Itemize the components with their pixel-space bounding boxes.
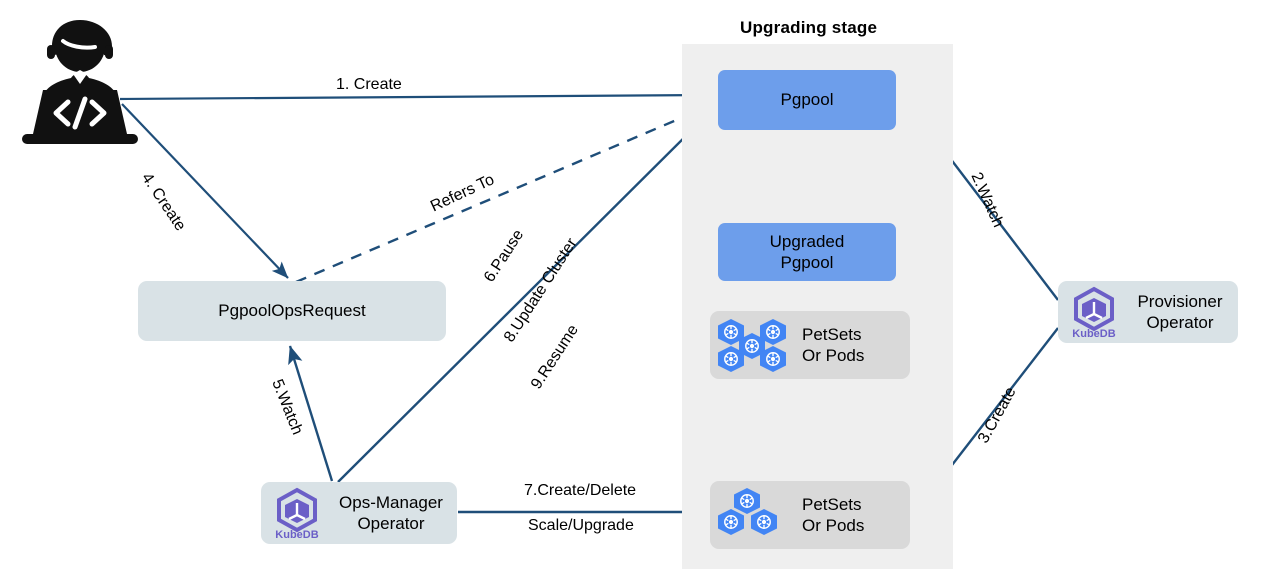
edge-6-8-9-pause-update-resume xyxy=(337,109,713,483)
petsets-bottom-line1: PetSets xyxy=(802,494,862,514)
node-petsets-or-pods-upgraded[interactable]: PetSets Or Pods xyxy=(710,311,910,379)
provisioner-line2: Operator xyxy=(1146,313,1214,332)
edge-label-1-create: 1. Create xyxy=(336,76,402,93)
node-pgpool-label: Pgpool xyxy=(780,90,834,110)
node-provisioner-operator[interactable]: KubeDB Provisioner Operator xyxy=(1058,281,1238,343)
petsets-top-label: PetSets Or Pods xyxy=(802,324,864,367)
edge-5-watch xyxy=(288,345,334,482)
node-pgpool[interactable]: Pgpool xyxy=(718,70,896,130)
kubedb-logo-icon: KubeDB xyxy=(1066,286,1122,340)
edge-1-create xyxy=(119,88,711,102)
ops-manager-line2: Operator xyxy=(357,514,425,533)
ops-manager-line1: Ops-Manager xyxy=(339,492,443,512)
petset-hexagon-cluster-icon xyxy=(716,487,802,543)
petset-hexagon-cluster-icon xyxy=(716,317,802,373)
petsets-bottom-label: PetSets Or Pods xyxy=(802,494,864,537)
node-pgpool-ops-request[interactable]: PgpoolOpsRequest xyxy=(138,281,446,341)
node-provisioner-operator-label: Provisioner Operator xyxy=(1122,291,1238,334)
developer-laptop-icon xyxy=(22,20,138,144)
edge-label-7-scale-upgrade: Scale/Upgrade xyxy=(528,517,634,534)
node-ops-manager-operator[interactable]: KubeDB Ops-Manager Operator xyxy=(261,482,457,544)
kubedb-logo-icon: KubeDB xyxy=(269,487,325,541)
svg-text:KubeDB: KubeDB xyxy=(1072,328,1115,338)
petsets-top-line2: Or Pods xyxy=(802,346,865,365)
edge-label-7-create-delete: 7.Create/Delete xyxy=(524,482,637,499)
node-upgraded-pgpool-label: Upgraded Pgpool xyxy=(769,231,845,272)
edge-4-create xyxy=(121,103,289,279)
node-pgpool-ops-request-label: PgpoolOpsRequest xyxy=(218,300,366,320)
petsets-bottom-line2: Or Pods xyxy=(802,516,865,535)
node-upgraded-pgpool[interactable]: Upgraded Pgpool xyxy=(718,223,896,281)
petsets-top-line1: PetSets xyxy=(802,324,862,344)
node-ops-manager-operator-label: Ops-Manager Operator xyxy=(325,492,457,535)
svg-text:KubeDB: KubeDB xyxy=(275,529,318,539)
node-petsets-or-pods-current[interactable]: PetSets Or Pods xyxy=(710,481,910,549)
edge-refers-to xyxy=(295,105,708,284)
stage-title: Upgrading stage xyxy=(740,18,878,37)
provisioner-line1: Provisioner xyxy=(1137,291,1223,311)
